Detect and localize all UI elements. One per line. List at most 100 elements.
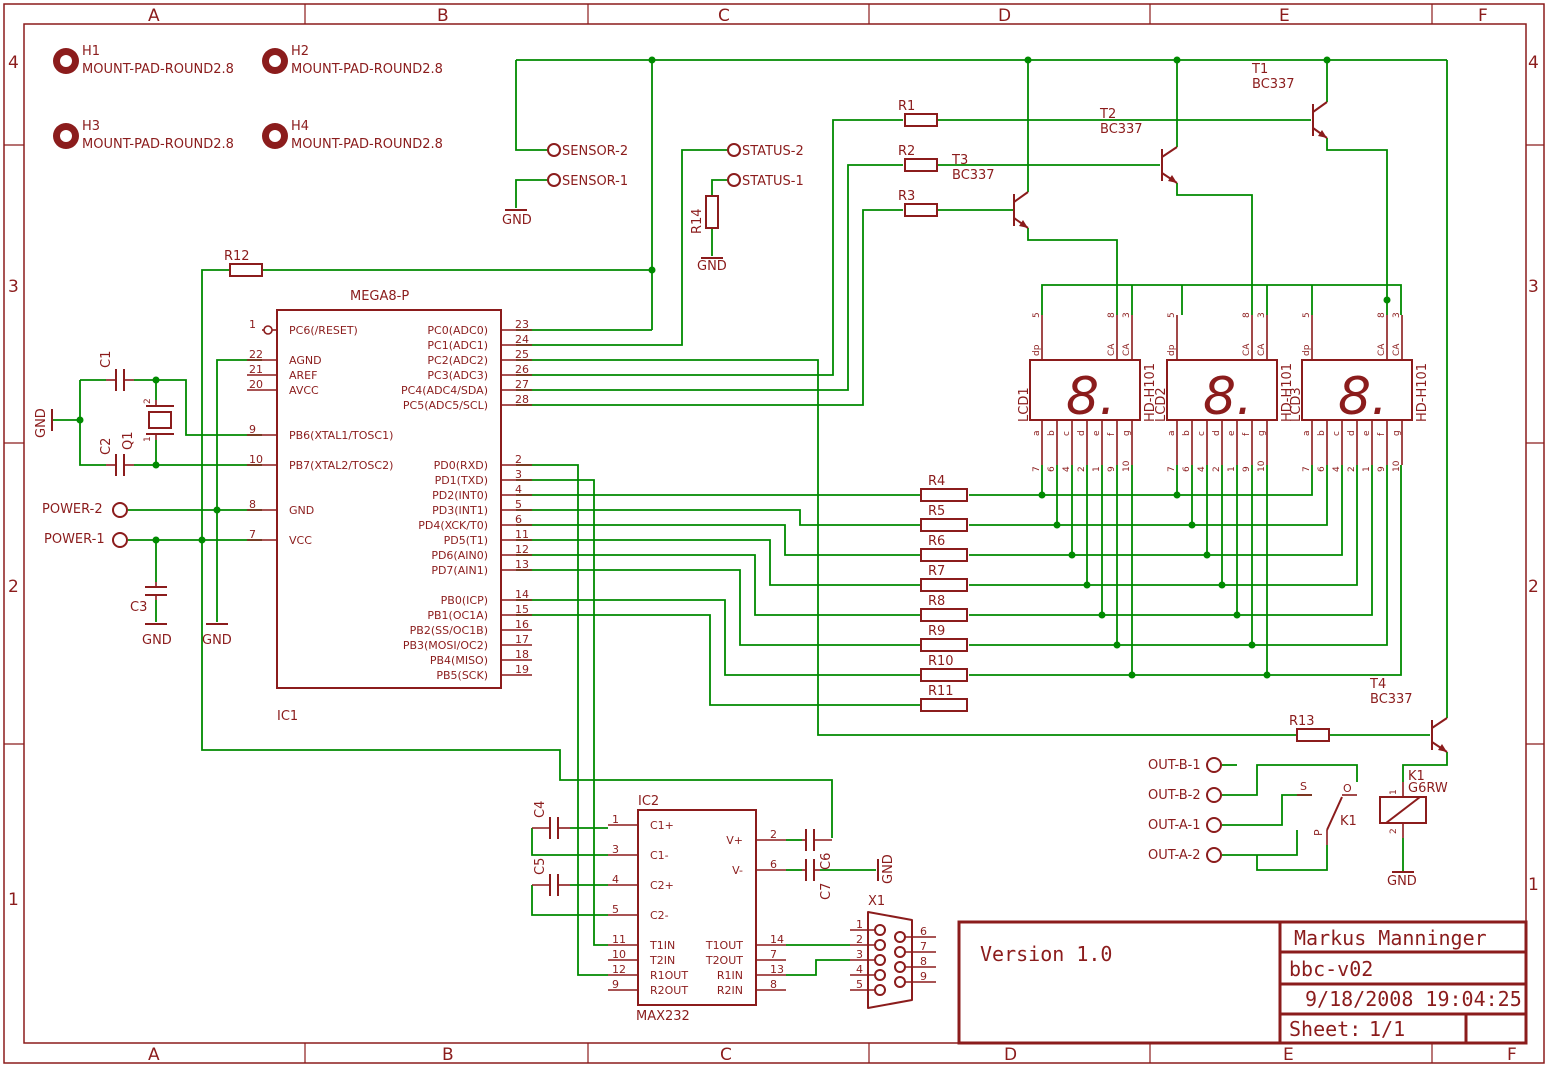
display-bottom-pin-number: 9	[1107, 466, 1117, 472]
ic2-pin-number: 4	[612, 873, 619, 886]
resistor-r5: R5	[920, 504, 968, 532]
ic2-pin-number: 10	[612, 948, 626, 961]
ic1-pin-number: 26	[515, 363, 529, 376]
r9-label: R9	[928, 624, 945, 639]
grid-col-a-bottom: A	[148, 1045, 160, 1065]
gnd-c3-label: GND	[142, 633, 172, 648]
connector-out-b-2-label: OUT-B-2	[1148, 788, 1201, 803]
display-bottom-pin-number: 4	[1197, 466, 1207, 472]
mount-pad-h2-value: MOUNT-PAD-ROUND2.8	[291, 62, 443, 77]
display-bottom-pin-label: b	[1182, 430, 1192, 436]
ic2-pin-label: T2IN	[649, 954, 675, 967]
resistor-r2: R2	[898, 144, 938, 172]
ic2-name: IC2	[638, 794, 659, 809]
display-value: HD-H101	[1280, 363, 1295, 422]
q1-label: Q1	[121, 431, 136, 450]
grid-row-4-left: 4	[8, 53, 19, 73]
ic2-pin-label: C1-	[650, 849, 669, 862]
resistor-r10: R10	[920, 654, 968, 682]
relay-switch-p: P	[1312, 829, 1325, 836]
grid-row-2-right: 2	[1528, 577, 1539, 597]
capacitor-c2: C2	[99, 438, 134, 476]
title-datetime: 9/18/2008 19:04:25	[1305, 987, 1522, 1011]
display-top-pin-number: 8	[1107, 312, 1117, 318]
grid-row-2-left: 2	[8, 577, 19, 597]
ic2-pin-label: C2-	[650, 909, 669, 922]
display-bottom-pin-number: 7	[1302, 466, 1312, 472]
resistor-r6: R6	[920, 534, 968, 562]
ic1-pin-label: PB5(SCK)	[436, 669, 488, 682]
ic1-pin-number: 4	[515, 483, 522, 496]
ic1-pin-label: PB1(OC1A)	[427, 609, 488, 622]
x1-pin-contact	[894, 946, 906, 958]
grid-col-e-bottom: E	[1283, 1045, 1294, 1065]
ic2-pin-label: R2OUT	[650, 984, 688, 997]
connector-out-b-1: OUT-B-1	[1148, 757, 1222, 773]
title-project: bbc-v02	[1289, 957, 1373, 981]
display-top-pin-label: CA	[1122, 343, 1132, 356]
x1-pin-contact	[874, 969, 886, 981]
ic2-pin-number: 14	[770, 933, 784, 946]
display-bottom-pin-label: g	[1257, 430, 1267, 436]
display-bottom-pin-number: 2	[1077, 466, 1087, 472]
ic1-pin-number: 7	[249, 528, 256, 541]
x1-pin-number: 2	[856, 933, 863, 946]
ic1-pin-number: 3	[515, 468, 522, 481]
transistor-t1: T1 BC337	[1251, 62, 1328, 139]
title-version: Version 1.0	[980, 942, 1112, 966]
connector-out-b-1-label: OUT-B-1	[1148, 758, 1201, 773]
title-author: Markus Manninger	[1294, 926, 1487, 950]
ic1-pin-number: 20	[249, 378, 263, 391]
display-bottom-pin-number: 1	[1362, 466, 1372, 472]
connector-power-1-label: POWER-1	[44, 532, 105, 547]
ic1-pin-number: 18	[515, 648, 529, 661]
connector-power-1: POWER-1	[44, 532, 128, 548]
ic1-pin-label: AVCC	[289, 384, 319, 397]
r14-label: R14	[690, 208, 705, 234]
connector-sensor-1: SENSOR-1	[547, 173, 628, 189]
connector-status-1: STATUS-1	[727, 173, 804, 189]
mount-pad-h4: H4 MOUNT-PAD-ROUND2.8	[262, 119, 443, 152]
relay-coil-value: G6RW	[1408, 781, 1448, 796]
x1-pin-contact	[894, 961, 906, 973]
ic1-pin-label: VCC	[289, 534, 312, 547]
mount-pad-h4-name: H4	[291, 119, 309, 134]
resistor-r1: R1	[898, 99, 938, 127]
ic1-pin-number: 15	[515, 603, 529, 616]
gnd-symbol-ic2: GND	[877, 854, 896, 884]
display-bottom-pin-label: a	[1302, 430, 1312, 436]
x1-pin-number: 8	[920, 955, 927, 968]
r12-label: R12	[224, 249, 250, 264]
grid-row-1-left: 1	[8, 890, 19, 910]
x1-pin-number: 1	[856, 918, 863, 931]
resistor-r8: R8	[920, 594, 968, 622]
display-top-pin-number: 3	[1122, 312, 1132, 318]
r3-label: R3	[898, 189, 915, 204]
ic2-max232: IC2 MAX232 C1+1C1-3C2+4C2-5T1IN11T2IN10R…	[608, 794, 786, 1024]
relay-switch-o: O	[1343, 782, 1352, 795]
wire-nets	[52, 59, 1448, 976]
ic1-pin-number: 5	[515, 498, 522, 511]
gnd-symbols: GND GND GND GND GND GND GND	[34, 209, 1417, 889]
r8-label: R8	[928, 594, 945, 609]
display-bottom-pin-number: 10	[1392, 460, 1402, 472]
display-top-pin-label: CA	[1392, 343, 1402, 356]
gnd-sensor-label: GND	[502, 213, 532, 228]
display-bottom-pin-label: d	[1212, 430, 1222, 436]
grid-row-3-right: 3	[1528, 277, 1539, 297]
x1-pin-number: 9	[920, 970, 927, 983]
grid-col-b-bottom: B	[442, 1045, 454, 1065]
display-bottom-pin-label: f	[1242, 432, 1252, 436]
ic2-pin-label: V+	[726, 834, 743, 847]
resistors: R1 R2 R3 R4 R5 R6 R7 R8 R9 R10 R11 R12 R…	[224, 99, 1330, 742]
grid-col-e-top: E	[1279, 6, 1290, 26]
grid-col-d-bottom: D	[1004, 1045, 1017, 1065]
ic2-pin-number: 1	[612, 813, 619, 826]
display-bottom-pin-number: 7	[1167, 466, 1177, 472]
ic1-pin-number: 21	[249, 363, 263, 376]
gnd-symbol-sensor: GND	[502, 209, 532, 228]
display-bottom-pin-number: 1	[1092, 466, 1102, 472]
x1-pin-contact	[894, 976, 906, 988]
display-bottom-pin-label: b	[1317, 430, 1327, 436]
